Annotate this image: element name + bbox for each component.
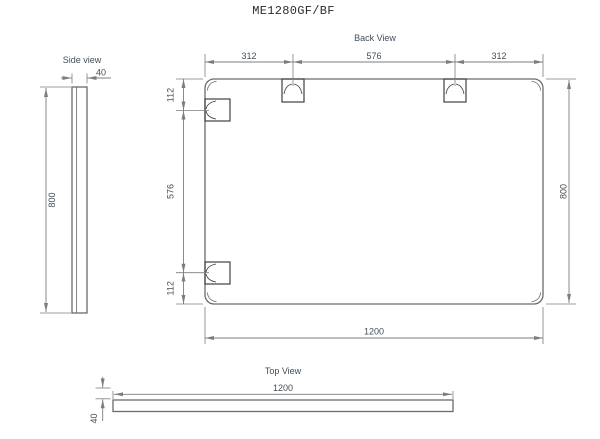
back-view-right-dim	[546, 78, 576, 305]
top-view-body	[112, 399, 454, 413]
corner-bevel-bottom-right	[531, 292, 541, 302]
back-view-top-dims	[204, 54, 544, 86]
dim-back-right-height: 800	[559, 184, 569, 199]
dim-top-width: 1200	[273, 383, 293, 393]
mirror-body	[204, 78, 544, 305]
top-view-width-dim	[112, 391, 454, 399]
corner-bevel-bottom-left	[207, 292, 217, 302]
back-view-panel	[204, 78, 544, 305]
dim-back-left-middle: 576	[166, 184, 176, 199]
back-view-bottom-dim	[204, 307, 544, 344]
corner-bevel-top-right	[531, 81, 541, 91]
dim-back-top-center: 576	[366, 51, 381, 61]
side-view-label: Side view	[63, 55, 102, 65]
drawing-title: ME1280GF/BF	[252, 4, 335, 18]
dim-back-top-left: 312	[241, 51, 256, 61]
side-view-body	[71, 86, 88, 314]
corner-bevel-top-left	[207, 81, 217, 91]
dim-back-left-lower: 112	[166, 281, 176, 295]
side-view-thickness-dim	[61, 73, 111, 84]
top-view-label: Top View	[265, 366, 302, 376]
back-view-left-dims	[176, 78, 209, 305]
dim-back-left-upper: 112	[166, 88, 176, 102]
hanger-brackets	[204, 78, 467, 285]
dim-back-bottom-width: 1200	[364, 327, 384, 337]
drawing-text: ME1280GF/BF Side view Back View Top View…	[47, 4, 569, 424]
side-view-panel	[71, 86, 88, 314]
outlines	[71, 78, 544, 413]
dim-top-thickness: 40	[89, 413, 99, 423]
back-view-label: Back View	[354, 33, 396, 43]
dim-back-top-right: 312	[491, 51, 506, 61]
side-view-height-dim	[40, 86, 71, 314]
top-view-panel	[112, 399, 454, 413]
hanger-bracket-side-upper	[204, 98, 231, 122]
top-view-thickness-dim	[95, 377, 111, 421]
dim-side-height: 800	[47, 192, 57, 207]
dimension-lines	[40, 54, 576, 421]
dim-side-thickness: 40	[96, 68, 106, 78]
